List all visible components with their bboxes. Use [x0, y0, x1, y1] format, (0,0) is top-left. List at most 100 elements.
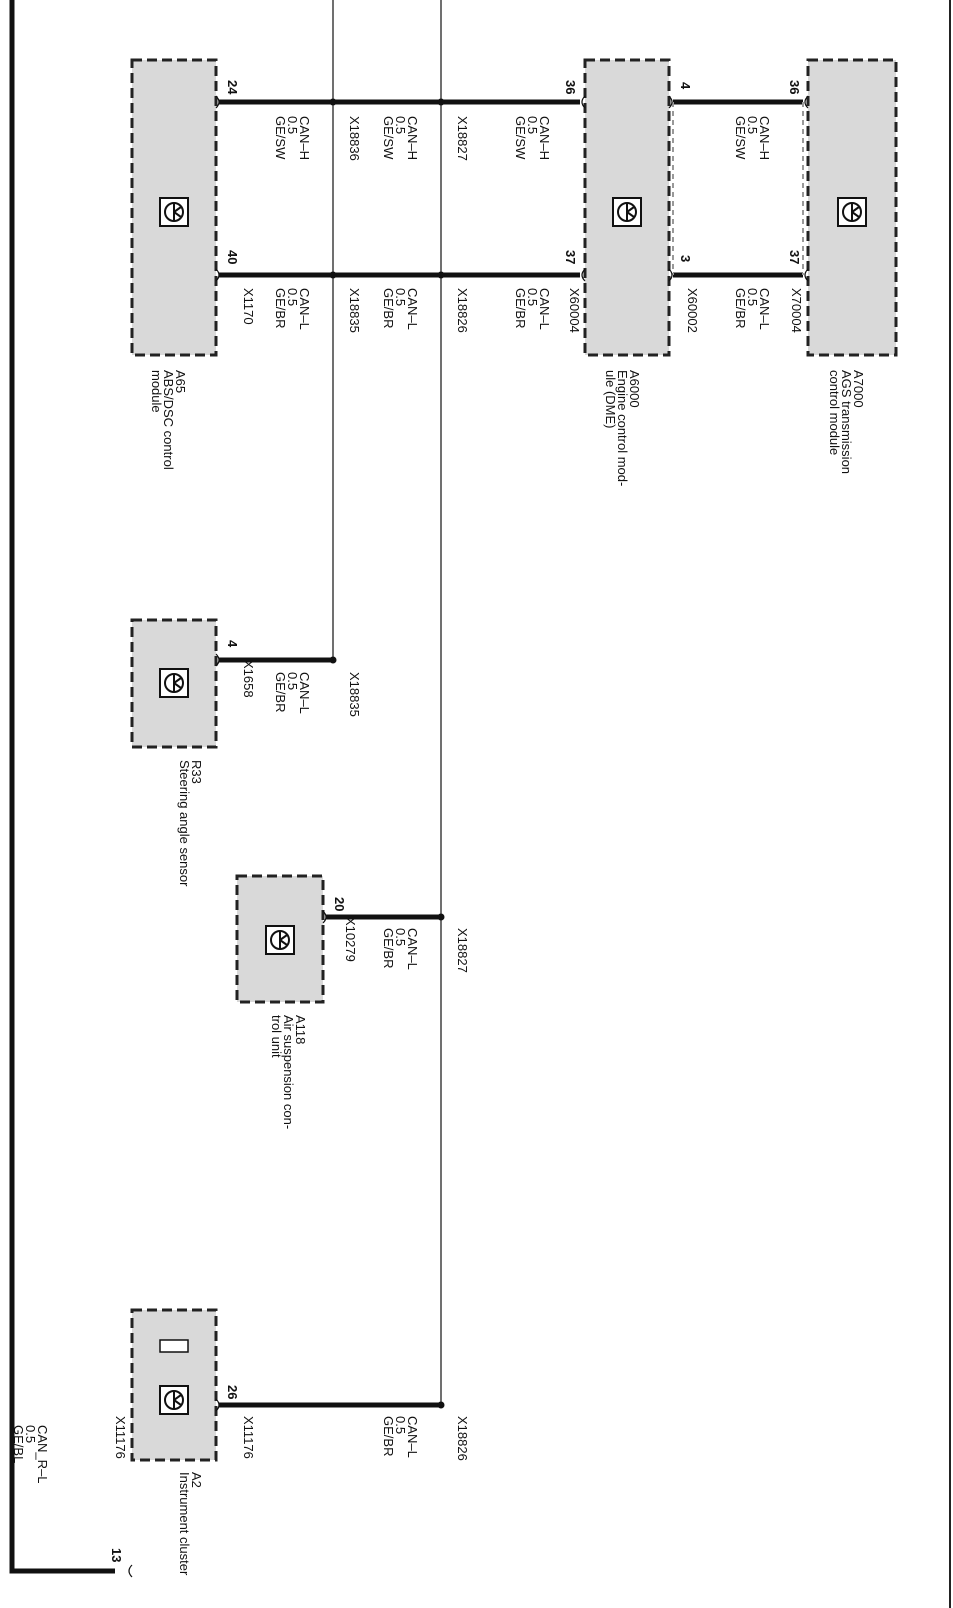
wire-label-x60002-l: X60002	[685, 288, 700, 333]
svg-text:A118: A118	[293, 1015, 308, 1044]
pin-a65-h: 24	[225, 80, 240, 95]
pin-hook	[215, 95, 220, 109]
svg-text:R33: R33	[189, 760, 204, 784]
connector-x11176-r: X11176	[113, 1416, 128, 1459]
svg-text:AGS transmission: AGS transmission	[839, 370, 854, 474]
wire-label-a2-r-wire: CAN_R–L 0.5 GE/BL	[11, 1425, 50, 1484]
wire-label-a118-wire: CAN–L 0.5 GE/BR	[381, 928, 420, 970]
svg-text:0.5: 0.5	[285, 288, 300, 306]
control-unit-icon	[612, 197, 642, 227]
svg-text:0.5: 0.5	[393, 1416, 408, 1434]
svg-text:X1658: X1658	[241, 660, 256, 698]
splice-label-x18826: X18826	[455, 1416, 470, 1461]
svg-text:X18827: X18827	[455, 116, 470, 161]
svg-text:X18835: X18835	[347, 288, 362, 333]
pin-hook	[128, 1564, 133, 1578]
svg-text:0.5: 0.5	[525, 288, 540, 306]
wire-label-r33-wire: CAN–L 0.5 GE/BR	[273, 672, 312, 714]
svg-text:GE/BR: GE/BR	[273, 672, 288, 712]
svg-text:trol unit: trol unit	[269, 1015, 284, 1058]
pin-a118: 20	[332, 897, 347, 911]
svg-text:GE/BR: GE/BR	[381, 1416, 396, 1456]
control-unit-icon	[159, 1385, 189, 1415]
svg-text:CAN–L: CAN–L	[297, 288, 312, 330]
svg-text:GE/BL: GE/BL	[11, 1425, 26, 1463]
svg-text:GE/SW: GE/SW	[513, 116, 528, 160]
pin-x60002-l: 3	[678, 255, 693, 262]
svg-text:X18826: X18826	[455, 288, 470, 333]
svg-text:0.5: 0.5	[285, 672, 300, 690]
pin-r33: 4	[225, 640, 240, 648]
pin-hook	[215, 653, 220, 667]
pin-hook	[668, 268, 673, 282]
svg-text:A6000: A6000	[627, 370, 642, 408]
pin-x60002-h: 4	[678, 82, 693, 90]
pin-hook	[581, 95, 586, 109]
splice-dot	[329, 271, 337, 279]
svg-text:0.5: 0.5	[393, 116, 408, 134]
svg-text:CAN–H: CAN–H	[405, 116, 420, 160]
svg-text:GE/BR: GE/BR	[381, 928, 396, 968]
connector-x11176-l: X11176	[241, 1416, 256, 1459]
splice-label-x18835: X18835	[347, 672, 362, 717]
pin-hook	[215, 268, 220, 282]
module-label-a118: A118 Air suspension con- trol unit	[269, 1015, 308, 1129]
svg-text:0.5: 0.5	[393, 288, 408, 306]
svg-text:CAN–H: CAN–H	[757, 116, 772, 160]
splice-dot	[329, 656, 337, 664]
wire-label-x60002-l-wire: CAN–L 0.5 GE/BR	[733, 288, 772, 330]
module-label-a65: A65 ABS/DSC control module	[149, 370, 188, 470]
module-label-r33: R33 Steering angle sensor	[177, 760, 204, 887]
wire-label-a2-wire: CAN–L 0.5 GE/BR	[381, 1416, 420, 1458]
pin-a65-l: 40	[225, 250, 240, 264]
svg-text:GE/BR: GE/BR	[513, 288, 528, 328]
svg-text:control module: control module	[827, 370, 842, 455]
module-label-a7000: A7000 AGS transmission control module	[827, 370, 866, 474]
svg-text:0.5: 0.5	[745, 116, 760, 134]
svg-text:CAN–L: CAN–L	[405, 928, 420, 970]
pin-a6000-l: 37	[563, 250, 578, 264]
svg-text:A65: A65	[173, 370, 188, 393]
svg-text:GE/SW: GE/SW	[733, 116, 748, 160]
wire-label-a65-h: CAN–H 0.5 GE/SW	[273, 116, 312, 160]
pin-hook	[322, 910, 327, 924]
splice-dot	[437, 98, 445, 106]
module-label-a6000: A6000 Engine control mod- ule (DME)	[603, 370, 642, 486]
svg-text:X18836: X18836	[347, 116, 362, 161]
wire-label-x18827-h: X18827	[455, 116, 470, 161]
svg-text:Steering angle sensor: Steering angle sensor	[177, 760, 192, 887]
svg-text:GE/BR: GE/BR	[733, 288, 748, 328]
svg-text:CAN–L: CAN–L	[405, 1416, 420, 1458]
svg-text:Engine control mod-: Engine control mod-	[615, 370, 630, 486]
module-box-a2[interactable]	[130, 1308, 218, 1462]
svg-text:0.5: 0.5	[285, 116, 300, 134]
splice-dot	[437, 271, 445, 279]
wire-label-x60002-h: CAN–H 0.5 GE/SW	[733, 116, 772, 160]
svg-text:A7000: A7000	[851, 370, 866, 408]
control-unit-icon	[159, 197, 189, 227]
svg-text:GE/BR: GE/BR	[273, 288, 288, 328]
splice-dot	[329, 98, 337, 106]
svg-text:X60002: X60002	[685, 288, 700, 333]
pin-hook	[581, 268, 586, 282]
splice-dot	[437, 1401, 445, 1409]
svg-text:A2: A2	[189, 1472, 204, 1488]
svg-text:CAN–L: CAN–L	[537, 288, 552, 330]
svg-text:Air suspension con-: Air suspension con-	[281, 1015, 296, 1129]
splice-dot	[437, 913, 445, 921]
module-box-a118[interactable]	[235, 874, 325, 1004]
pin-hook	[804, 95, 809, 109]
svg-text:CAN_R–L: CAN_R–L	[35, 1425, 50, 1484]
wire-label-x18826-l-wire: CAN–L 0.5 GE/BR	[513, 288, 552, 330]
svg-text:module: module	[149, 370, 164, 413]
wire-label-x18836-wire: CAN–H 0.5 GE/SW	[381, 116, 420, 160]
svg-text:ABS/DSC control: ABS/DSC control	[161, 370, 176, 470]
splice-label-x18827: X18827	[455, 928, 470, 973]
svg-text:CAN–L: CAN–L	[405, 288, 420, 330]
module-label-a2: A2 Instrument cluster	[177, 1472, 204, 1576]
wire-label-x18836: X18836	[347, 116, 362, 161]
svg-text:X1170: X1170	[241, 288, 256, 325]
svg-text:CAN–L: CAN–L	[297, 672, 312, 714]
wire-label-x18835-l: X18835	[347, 288, 362, 333]
